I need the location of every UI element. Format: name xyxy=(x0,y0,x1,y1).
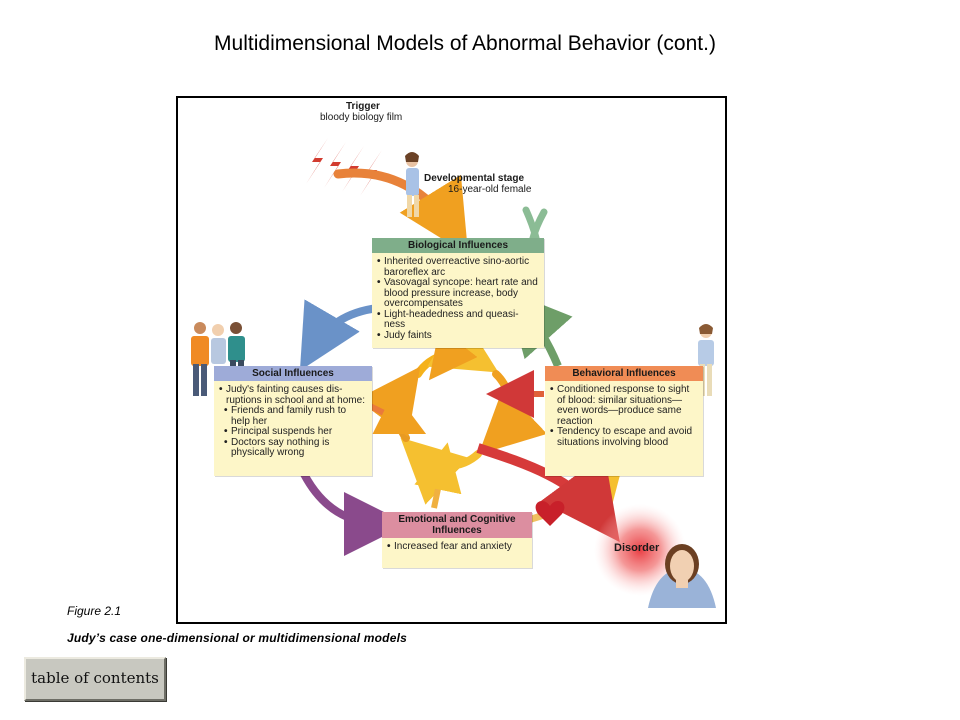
list-item: Judy faints xyxy=(377,330,538,342)
figure-frame: Trigger bloody biology film Developmenta… xyxy=(176,96,727,624)
figure-caption: Judy’s case one-dimensional or multidime… xyxy=(67,631,407,645)
disorder-glow xyxy=(594,504,686,596)
emotional-to-cycle-arrow xyxy=(414,442,462,509)
emotional-heading: Emotional and Cognitive Influences xyxy=(382,512,532,538)
list-item: Tendency to escape and avoid situations … xyxy=(550,426,697,448)
list-item: Doctors say nothing is physically wrong xyxy=(220,437,366,459)
social-list: Judy's fainting causes dis-ruptions in s… xyxy=(214,381,372,463)
diagram-graphics xyxy=(191,138,716,608)
table-of-contents-label: table of contents xyxy=(31,669,159,687)
list-item: Increased fear and anxiety xyxy=(387,541,526,553)
behavioral-influences-box: Behavioral Influences Conditioned respon… xyxy=(545,366,703,476)
social-influences-box: Social Influences Judy's fainting causes… xyxy=(214,366,372,476)
biological-influences-box: Biological Influences Inherited overreac… xyxy=(372,238,544,348)
trigger-heading: Trigger xyxy=(346,101,380,112)
social-to-emotional-arrow xyxy=(300,472,408,556)
list-item: Principal suspends her xyxy=(220,426,366,438)
biological-heading: Biological Influences xyxy=(372,238,544,253)
behavioral-heading: Behavioral Influences xyxy=(545,366,703,381)
list-item: Conditioned response to sight of blood: … xyxy=(550,384,697,427)
emotional-cognitive-box: Emotional and Cognitive Influences Incre… xyxy=(382,512,532,568)
behavioral-list: Conditioned response to sight of blood: … xyxy=(545,381,703,452)
developmental-stage-detail: 16-year-old female xyxy=(448,183,532,195)
social-heading: Social Influences xyxy=(214,366,372,381)
list-item: Light-headedness and queasi-ness xyxy=(377,309,538,331)
list-item: Friends and family rush to help her xyxy=(220,405,366,427)
figure-number: Figure 2.1 xyxy=(67,604,122,618)
table-of-contents-button[interactable]: table of contents xyxy=(24,657,166,701)
social-to-cycle-arrow xyxy=(368,391,427,435)
teen-girl-figure-icon xyxy=(405,152,419,217)
heart-icon xyxy=(535,500,565,526)
judy-portrait-icon xyxy=(648,544,716,608)
trigger-detail: bloody biology film xyxy=(320,111,403,123)
developmental-stage-label: Developmental stage 16-year-old female xyxy=(424,173,564,195)
emotional-list: Increased fear and anxiety xyxy=(382,538,532,557)
trigger-label: Trigger bloody biology film xyxy=(320,101,460,123)
list-item: Inherited overreactive sino-aortic baror… xyxy=(377,256,538,278)
slide-title: Multidimensional Models of Abnormal Beha… xyxy=(214,32,716,55)
list-item: Judy's fainting causes dis-ruptions in s… xyxy=(219,384,366,406)
disorder-label: Disorder xyxy=(614,542,660,554)
developmental-stage-heading: Developmental stage xyxy=(424,173,525,184)
biological-list: Inherited overreactive sino-aortic baror… xyxy=(372,253,544,345)
list-item: Vasovagal syncope: heart rate and blood … xyxy=(377,277,538,310)
lightning-icon xyxy=(306,138,382,196)
trigger-arrow xyxy=(333,168,469,255)
bio-to-social-arrow xyxy=(299,299,379,371)
